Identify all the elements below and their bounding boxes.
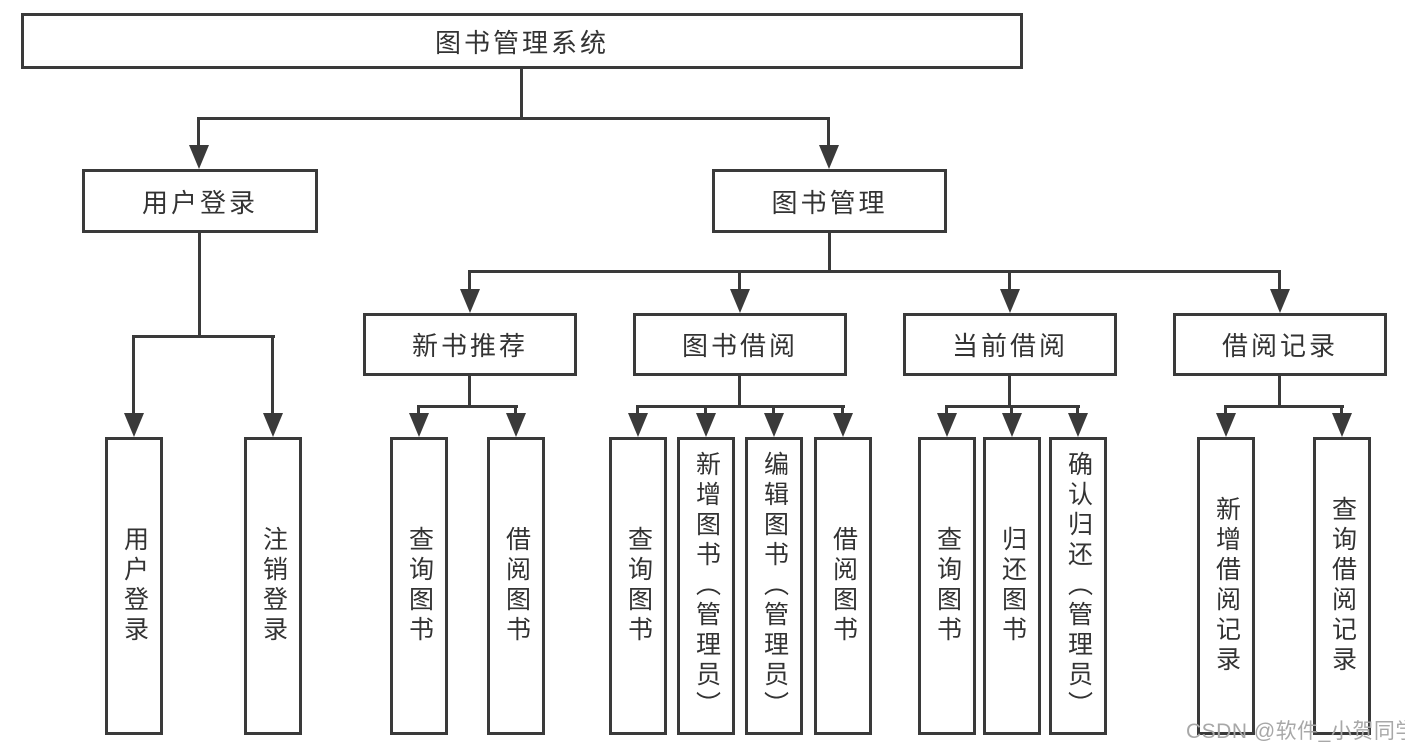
connector-line	[1224, 405, 1344, 408]
connector-line	[738, 270, 741, 295]
node-leaf-user-login: 用户登录	[105, 437, 163, 735]
connector-line	[636, 405, 845, 408]
csdn-watermark: CSDN @软件_小贺同学	[1186, 720, 1405, 743]
node-leaf-add-books-admin: 新增图书（管理员）	[677, 437, 735, 735]
node-new-book-recommend: 新书推荐	[363, 313, 577, 376]
connector-line	[841, 405, 844, 420]
node-user-login: 用户登录	[82, 169, 318, 233]
node-leaf-query-books-1: 查询图书	[390, 437, 448, 735]
arrow-down-icon	[506, 413, 526, 437]
connector-line	[772, 405, 775, 420]
arrow-down-icon	[819, 145, 839, 169]
connector-line	[704, 405, 707, 420]
node-leaf-edit-books-admin: 编辑图书（管理员）	[745, 437, 803, 735]
connector-line	[1008, 270, 1011, 295]
connector-line	[738, 376, 741, 408]
arrow-down-icon	[1068, 413, 1088, 437]
connector-line	[132, 335, 135, 420]
node-leaf-query-books-3: 查询图书	[918, 437, 976, 735]
connector-line	[827, 117, 830, 150]
node-book-borrow: 图书借阅	[633, 313, 847, 376]
node-leaf-query-books-2: 查询图书	[609, 437, 667, 735]
node-leaf-return-books: 归还图书	[983, 437, 1041, 735]
connector-line	[1278, 270, 1281, 295]
node-leaf-query-borrow-record: 查询借阅记录	[1313, 437, 1371, 735]
connector-line	[468, 376, 471, 408]
connector-line	[468, 270, 1281, 273]
arrow-down-icon	[730, 289, 750, 313]
node-leaf-borrow-books-1: 借阅图书	[487, 437, 545, 735]
arrow-down-icon	[937, 413, 957, 437]
arrow-down-icon	[124, 413, 144, 437]
connector-line	[417, 405, 518, 408]
connector-line	[1008, 376, 1011, 408]
node-leaf-confirm-return-admin: 确认归还（管理员）	[1049, 437, 1107, 735]
connector-line	[1340, 405, 1343, 420]
connector-line	[945, 405, 948, 420]
arrow-down-icon	[1270, 289, 1290, 313]
node-root-system: 图书管理系统	[21, 13, 1023, 69]
arrow-down-icon	[764, 413, 784, 437]
arrow-down-icon	[189, 145, 209, 169]
node-leaf-add-borrow-record: 新增借阅记录	[1197, 437, 1255, 735]
connector-line	[197, 117, 200, 150]
connector-line	[1010, 405, 1013, 420]
arrow-down-icon	[1216, 413, 1236, 437]
arrow-down-icon	[1000, 289, 1020, 313]
node-leaf-logout: 注销登录	[244, 437, 302, 735]
arrow-down-icon	[1002, 413, 1022, 437]
arrow-down-icon	[628, 413, 648, 437]
connector-line	[132, 335, 275, 338]
connector-line	[1224, 405, 1227, 420]
connector-line	[198, 233, 201, 338]
connector-line	[271, 335, 274, 420]
node-leaf-borrow-books-2: 借阅图书	[814, 437, 872, 735]
connector-line	[828, 233, 831, 273]
node-book-management: 图书管理	[712, 169, 947, 233]
arrow-down-icon	[696, 413, 716, 437]
arrow-down-icon	[409, 413, 429, 437]
arrow-down-icon	[263, 413, 283, 437]
connector-line	[514, 405, 517, 420]
node-current-borrow: 当前借阅	[903, 313, 1117, 376]
connector-line	[1278, 376, 1281, 408]
node-borrow-records: 借阅记录	[1173, 313, 1387, 376]
connector-line	[417, 405, 420, 420]
connector-line	[1076, 405, 1079, 420]
connector-line	[636, 405, 639, 420]
connector-line	[468, 270, 471, 295]
arrow-down-icon	[1332, 413, 1352, 437]
connector-line	[520, 69, 523, 120]
connector-line	[197, 117, 830, 120]
arrow-down-icon	[460, 289, 480, 313]
arrow-down-icon	[833, 413, 853, 437]
